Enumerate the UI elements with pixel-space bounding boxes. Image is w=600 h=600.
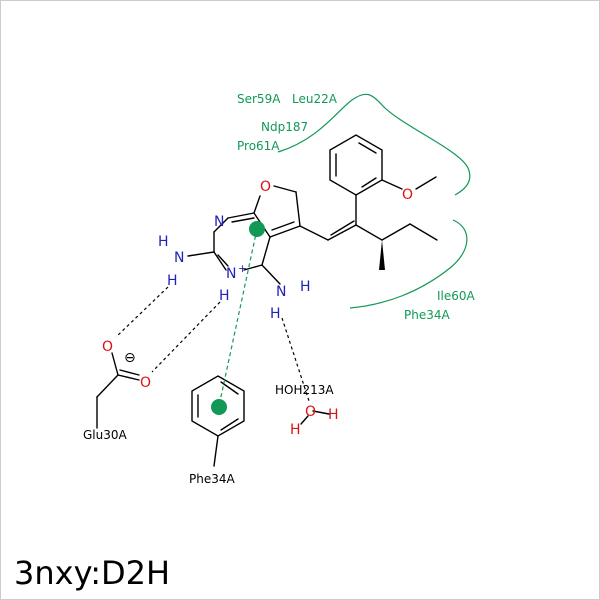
ring-centroid-ligand xyxy=(249,221,265,237)
residue-label-phe34: Phe34A xyxy=(189,472,235,486)
bond xyxy=(111,352,119,376)
charge-minus: ⊖ xyxy=(124,350,136,366)
atom-oxygen: O xyxy=(140,375,151,391)
atom-oxygen: O xyxy=(260,179,271,195)
atom-hydrogen: H xyxy=(270,306,281,322)
atom-oxygen: O xyxy=(102,339,113,355)
atom-hydrogen: H xyxy=(167,273,178,289)
bond xyxy=(381,223,411,241)
bond xyxy=(361,177,377,188)
bond xyxy=(409,223,438,241)
bond xyxy=(300,415,309,425)
bond xyxy=(220,381,239,395)
bond xyxy=(231,217,255,223)
residue-label-ndp187: Ndp187 xyxy=(261,120,308,134)
residue-label-water: HOH213A xyxy=(275,383,334,397)
ligand-bonds xyxy=(96,134,438,467)
residue-label-ile60: Ile60A xyxy=(437,289,476,303)
atom-hydrogen: H xyxy=(300,279,311,295)
atom-labels: N N + H H N H N H H O O O O ⊖ O H H xyxy=(102,179,413,438)
bond xyxy=(381,179,403,190)
bond xyxy=(119,369,140,376)
bond xyxy=(217,254,229,267)
hbond-amine-water xyxy=(281,317,310,402)
bond xyxy=(213,251,227,271)
ring-centroid-phe xyxy=(211,399,227,415)
bond xyxy=(299,225,329,241)
bond xyxy=(273,185,297,193)
residue-label-glu30: Glu30A xyxy=(83,428,128,442)
bond xyxy=(358,142,377,154)
bond xyxy=(330,220,355,236)
residue-labels: Ser59A Leu22A Ndp187 Pro61A Ile60A Phe34… xyxy=(83,92,476,486)
bond xyxy=(227,212,255,219)
bond xyxy=(312,410,330,415)
bond xyxy=(261,264,281,285)
bond xyxy=(271,221,295,231)
bond xyxy=(415,176,437,190)
atom-hydrogen: H xyxy=(158,234,169,250)
atom-hydrogen: H xyxy=(219,288,230,304)
atom-hydrogen: H xyxy=(328,407,339,423)
residue-label-ser59: Ser59A xyxy=(237,92,281,106)
bond xyxy=(187,251,215,257)
stereo-wedge xyxy=(379,240,385,270)
bond xyxy=(261,236,271,266)
bond xyxy=(213,217,229,233)
bond xyxy=(269,225,301,238)
residue-label-leu22: Leu22A xyxy=(292,92,338,106)
atom-nitrogen: N xyxy=(214,214,224,230)
atom-oxygen: O xyxy=(305,404,316,420)
hydrophobic-arc-upper xyxy=(277,93,471,196)
atom-nitrogen: N xyxy=(174,250,184,266)
bond xyxy=(253,195,261,214)
atom-nitrogen: N xyxy=(276,284,286,300)
diagram-title: 3nxy:D2H xyxy=(14,554,170,592)
bond xyxy=(117,374,140,381)
hbond-amine-glu xyxy=(115,286,169,338)
bond xyxy=(243,264,263,271)
bond xyxy=(327,224,357,241)
bond xyxy=(220,418,239,431)
hbond-nh-glu xyxy=(151,301,221,373)
bond xyxy=(96,374,119,398)
hydrophobic-arcs xyxy=(277,93,471,309)
residue-label-pro61: Pro61A xyxy=(237,139,280,153)
atom-nitrogen: N xyxy=(226,266,236,282)
hydrogen-bonds xyxy=(115,286,310,402)
bond xyxy=(355,224,383,241)
charge-plus: + xyxy=(238,262,247,275)
atom-hydrogen: H xyxy=(290,422,301,438)
residue-label-phe34-hydrophobic: Phe34A xyxy=(404,308,450,322)
hydrophobic-arc-lower xyxy=(349,219,468,309)
bond xyxy=(295,191,301,227)
atom-oxygen: O xyxy=(402,187,413,203)
pi-stacking-line xyxy=(218,228,258,407)
bond xyxy=(213,435,219,467)
